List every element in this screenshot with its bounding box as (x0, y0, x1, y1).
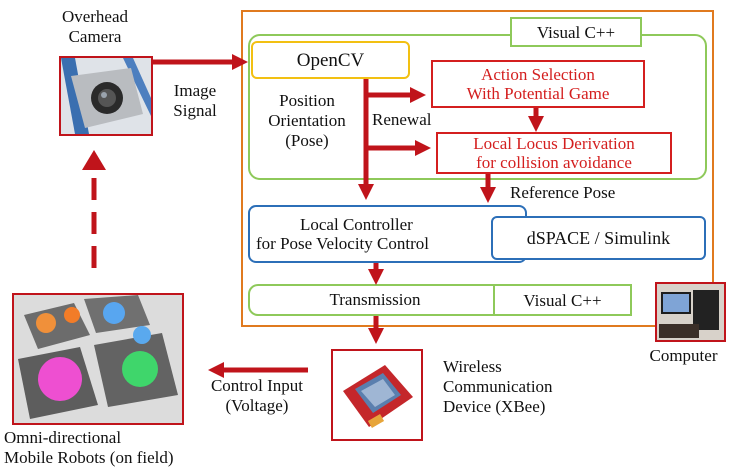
dspace-box: dSPACE / Simulink (491, 216, 706, 260)
arrow-dashed-head (82, 150, 106, 170)
transmission-label: Transmission (329, 290, 421, 309)
computer-label: Computer (649, 346, 718, 365)
overhead-camera-photo (59, 56, 153, 136)
wireless-label: Wireless Communication Device (XBee) (443, 357, 553, 416)
control-input-label: Control Input (Voltage) (210, 376, 304, 415)
reference-pose-label: Reference Pose (510, 183, 616, 202)
image-signal-label: Image Signal (173, 81, 217, 120)
computer-frame (241, 10, 714, 327)
visual-cpp-top-frame (248, 34, 707, 180)
computer-photo (655, 282, 726, 342)
overhead-camera-label: Overhead Camera (61, 7, 129, 46)
action-selection-box: Action Selection With Potential Game (431, 60, 645, 108)
visual-cpp-top-label: Visual C++ (510, 17, 642, 47)
visual-cpp-bottom-label: Visual C++ (493, 284, 632, 316)
local-controller-box: Local Controller for Pose Velocity Contr… (248, 205, 527, 263)
robots-label: Omni-directional Mobile Robots (on field… (4, 428, 174, 467)
opencv-box: OpenCV (251, 41, 410, 79)
renewal-label: Renewal (372, 110, 432, 129)
robots-photo (12, 293, 184, 425)
pose-label: Position Orientation (Pose) (268, 91, 346, 150)
xbee-photo (331, 349, 423, 441)
local-locus-box: Local Locus Derivation for collision avo… (436, 132, 672, 174)
